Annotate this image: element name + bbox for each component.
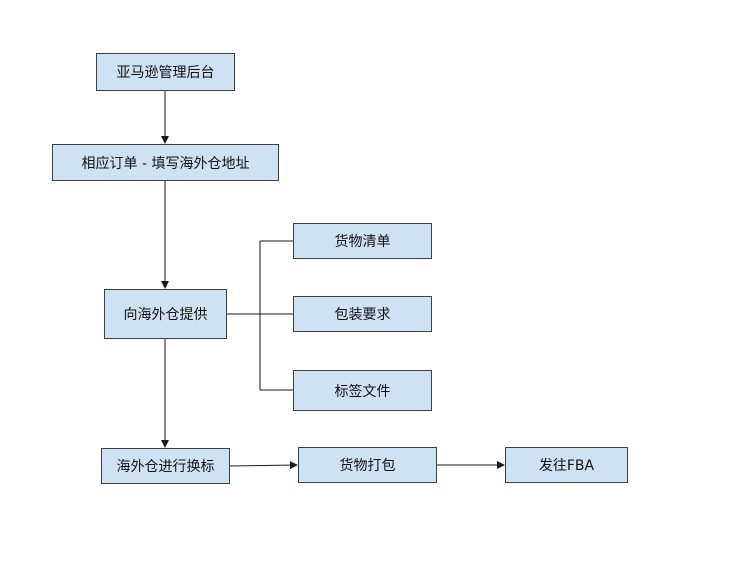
node-label-files-label: 标签文件 [334,383,391,400]
node-warehouse-relabel: 海外仓进行换标 [101,448,230,484]
node-warehouse-relabel-label: 海外仓进行换标 [116,459,215,475]
node-order-address: 相应订单 - 填写海外仓地址 [52,144,279,181]
node-label-files: 标签文件 [293,370,432,411]
node-packaging-requirements: 包装要求 [293,296,432,332]
node-packaging-requirements-label: 包装要求 [334,307,391,323]
node-provide-to-warehouse: 向海外仓提供 [104,289,227,339]
edge-relabel-to-packing [229,461,298,470]
node-goods-packing-label: 货物打包 [339,458,396,474]
node-goods-list: 货物清单 [293,223,432,259]
node-provide-to-warehouse-label: 向海外仓提供 [123,307,208,323]
node-amazon-admin: 亚马逊管理后台 [96,53,235,91]
node-goods-list-label: 货物清单 [334,234,391,250]
node-amazon-admin-label: 亚马逊管理后台 [116,65,215,81]
node-goods-packing: 货物打包 [298,447,437,483]
node-ship-to-fba: 发往FBA [505,447,628,483]
node-order-address-label: 相应订单 - 填写海外仓地址 [81,155,250,172]
node-ship-to-fba-label: 发往FBA [538,458,595,474]
